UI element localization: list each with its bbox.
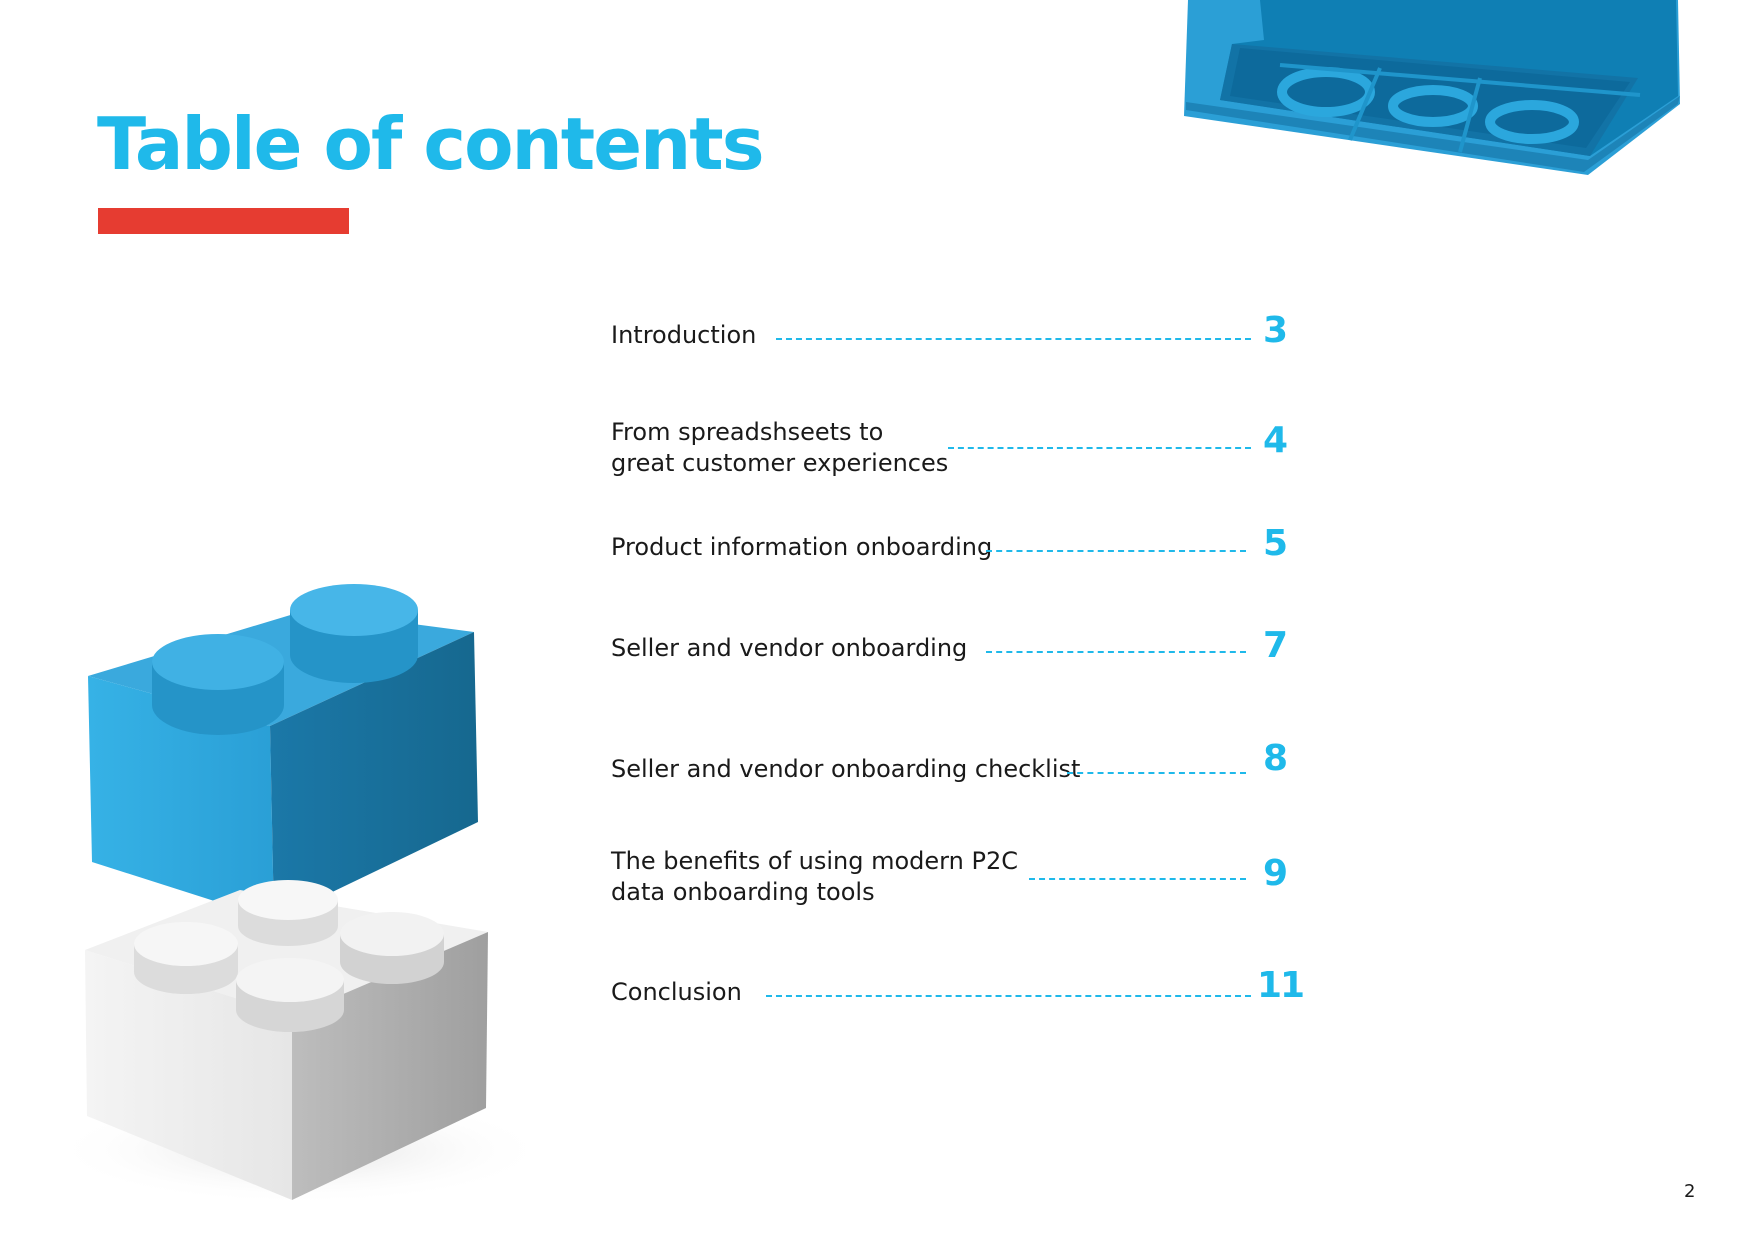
toc-leader-line — [948, 447, 1251, 449]
toc-item-label: Seller and vendor onboarding — [611, 634, 968, 662]
toc-item[interactable]: The benefits of using modern P2C data on… — [611, 846, 1288, 910]
toc-item-label: Product information onboarding — [611, 533, 993, 561]
toc-item[interactable]: Seller and vendor onboarding 7 — [611, 628, 1288, 673]
toc-item-label: The benefits of using modern P2C data on… — [611, 847, 1018, 906]
toc-item[interactable]: Introduction 3 — [611, 313, 1288, 360]
page-number: 2 — [1684, 1181, 1696, 1202]
toc-item-page: 9 — [1263, 853, 1288, 894]
toc-item[interactable]: From spreadshseets to great customer exp… — [611, 417, 1288, 481]
lego-bricks-image — [50, 584, 550, 1205]
toc-leader-line — [1029, 878, 1246, 880]
toc-item-label: Conclusion — [611, 978, 742, 1006]
toc-leader-line — [776, 338, 1251, 340]
toc-item[interactable]: Seller and vendor onboarding checklist 8 — [611, 741, 1288, 794]
toc-item-page: 3 — [1263, 310, 1288, 351]
toc-leader-line — [1067, 772, 1246, 774]
title-underline-bar — [98, 208, 349, 234]
toc-item[interactable]: Product information onboarding 5 — [611, 526, 1288, 572]
toc-item-label: Introduction — [611, 321, 757, 349]
page-title: Table of contents — [97, 102, 765, 186]
toc-item-page: 11 — [1257, 965, 1305, 1006]
toc-item-label: From spreadshseets to great customer exp… — [611, 418, 949, 477]
toc-item-page: 7 — [1263, 625, 1288, 666]
toc-leader-line — [766, 995, 1251, 997]
toc-leader-line — [986, 550, 1246, 552]
toc-item-page: 5 — [1263, 523, 1288, 564]
toc-leader-line — [986, 651, 1246, 653]
toc-item[interactable]: Conclusion 11 — [611, 968, 1305, 1017]
toc-item-page: 8 — [1263, 738, 1288, 779]
toc-item-page: 4 — [1263, 420, 1288, 461]
toc-item-label: Seller and vendor onboarding checklist — [611, 755, 1081, 783]
blue-brick-underside-image — [1184, 0, 1680, 175]
